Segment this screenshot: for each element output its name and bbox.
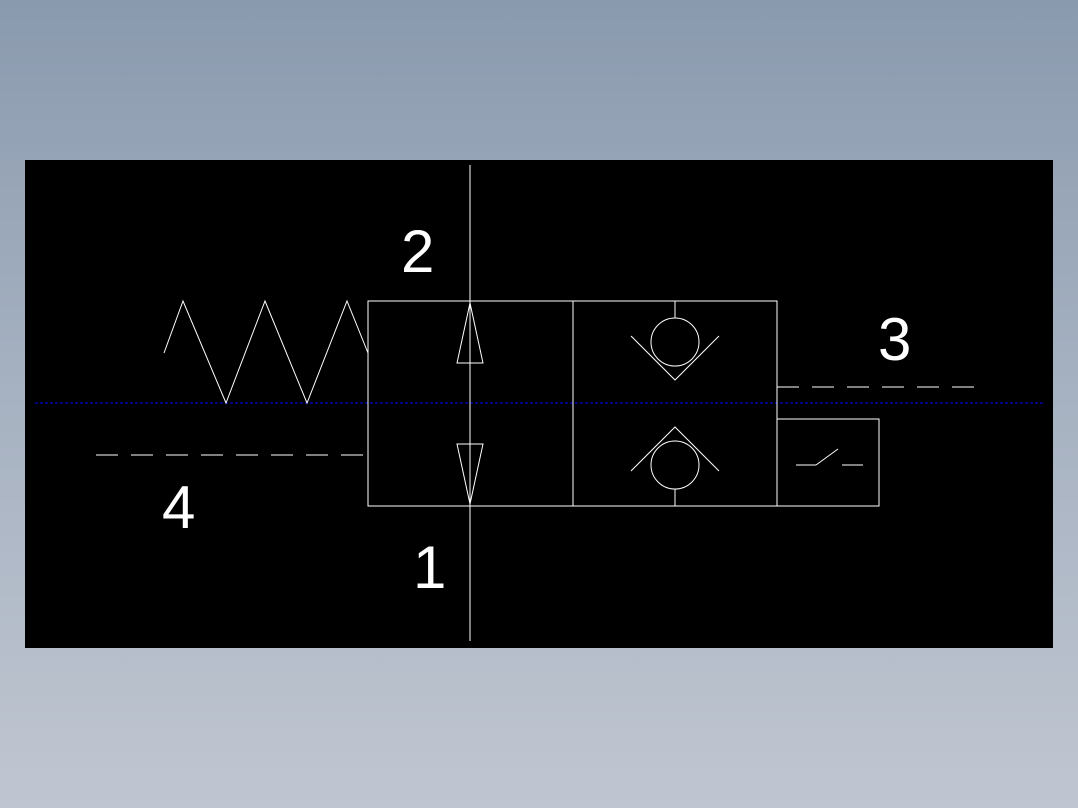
valve-schematic: 2 3 4 1: [35, 165, 1043, 641]
bidirectional-flow-arrows-icon: [456, 302, 484, 505]
pressure-switch-icon: [776, 418, 880, 507]
check-valve-icon: [630, 301, 720, 506]
port-label-1: 1: [413, 534, 446, 601]
valve-body: [367, 300, 778, 507]
port-label-4: 4: [162, 474, 195, 541]
spring-icon: [163, 299, 369, 405]
port-label-2: 2: [401, 218, 434, 285]
port-label-3: 3: [878, 306, 911, 373]
cad-drawing-canvas: 2 3 4 1: [25, 160, 1053, 648]
